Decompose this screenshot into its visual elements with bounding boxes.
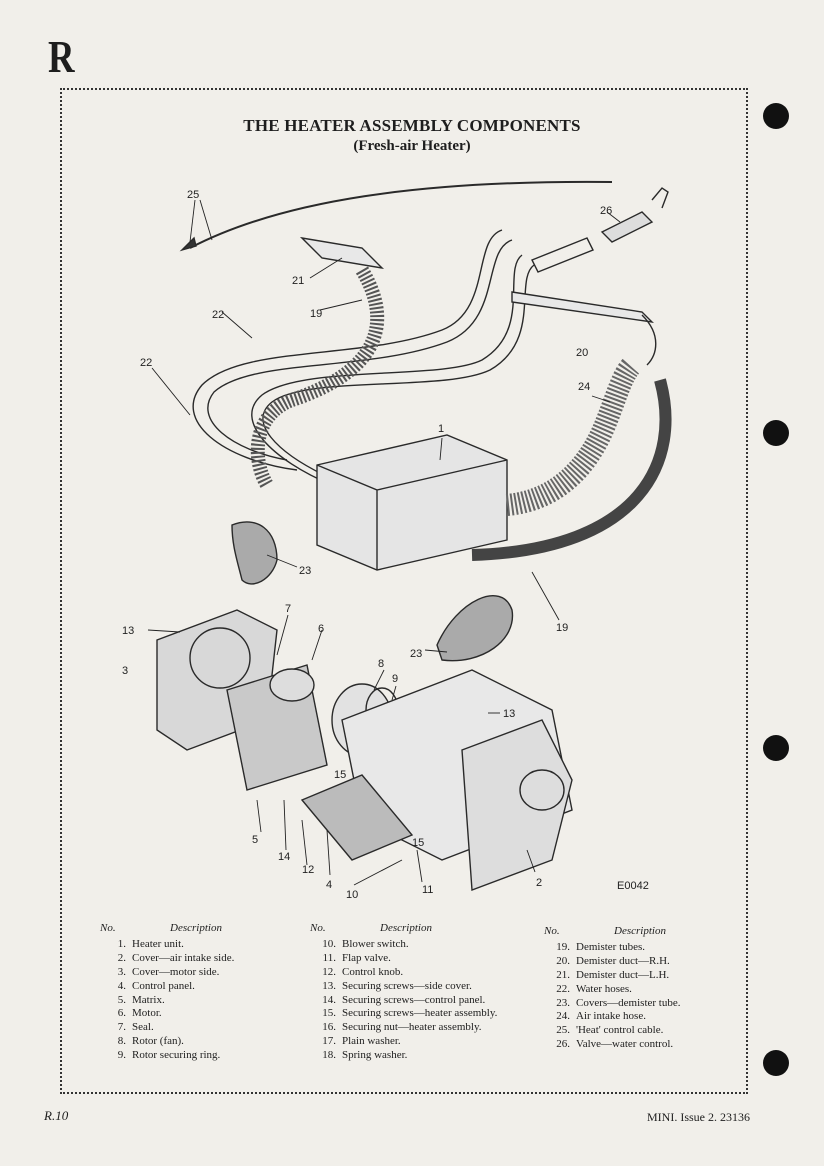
- legend-row: 6.Motor.: [117, 1007, 162, 1020]
- publication-info: MINI. Issue 2. 23136: [647, 1110, 750, 1124]
- callout: 25: [187, 189, 199, 201]
- binder-hole: [763, 420, 789, 446]
- legend-desc-header: Description: [170, 922, 222, 934]
- legend-no-header: No.: [100, 922, 116, 934]
- legend-no-header: No.: [310, 922, 326, 934]
- legend-row: 10.Blower switch.: [322, 937, 409, 950]
- legend-row: 1.Heater unit.: [117, 937, 184, 950]
- binder-hole: [763, 735, 789, 761]
- legend-row: 22.Water hoses.: [556, 982, 632, 995]
- callout: 12: [302, 864, 314, 876]
- page-title: THE HEATER ASSEMBLY COMPONENTS: [243, 116, 581, 135]
- callout: 3: [122, 665, 128, 677]
- page-ref: R.10: [44, 1108, 69, 1123]
- legend-row: 26.Valve—water control.: [556, 1038, 674, 1051]
- legend-column: No. Description 1.Heater unit. 2.Cover—ai…: [100, 922, 234, 1063]
- legend-row: 24.Air intake hose.: [556, 1010, 646, 1023]
- callout: 14: [278, 851, 290, 863]
- callout: 4: [326, 879, 332, 891]
- callout: 23: [299, 565, 311, 577]
- legend-row: 23.Covers—demister tube.: [556, 996, 681, 1009]
- callout: 11: [422, 884, 433, 896]
- callout: 7: [285, 603, 291, 615]
- legend-row: 17.Plain washer.: [322, 1035, 401, 1048]
- callout: 6: [318, 623, 324, 635]
- legend-row: 3.Cover—motor side.: [117, 965, 220, 978]
- callout: 15: [412, 837, 424, 849]
- legend-column: No. Description 19.Demister tubes. 20.Dem…: [544, 925, 680, 1052]
- diagram-linework: [156, 180, 672, 891]
- legend-desc-header: Description: [614, 925, 666, 937]
- page-subtitle: (Fresh-air Heater): [353, 138, 471, 154]
- legend-row: 19.Demister tubes.: [556, 940, 646, 953]
- legend-desc-header: Description: [380, 922, 432, 934]
- callout: 8: [378, 658, 384, 670]
- callout: 21: [292, 275, 304, 287]
- callout: 22: [212, 309, 224, 321]
- callout: 23: [410, 648, 422, 660]
- legend-row: 16.Securing nut—heater assembly.: [322, 1021, 482, 1034]
- legend-row: 15.Securing screws—heater assembly.: [322, 1007, 498, 1020]
- legend-row: 25.'Heat' control cable.: [556, 1024, 664, 1037]
- legend-row: 8.Rotor (fan).: [117, 1035, 184, 1048]
- leader-lines: [147, 199, 621, 886]
- legend-row: 7.Seal.: [117, 1021, 154, 1034]
- binder-hole: [763, 1050, 789, 1076]
- legend-row: 2.Cover—air intake side.: [117, 951, 235, 964]
- legend-row: 4.Control panel.: [117, 979, 195, 992]
- callout: 15: [334, 769, 346, 781]
- callout: 10: [346, 889, 358, 900]
- legend-row: 5.Matrix.: [117, 993, 165, 1006]
- legend-row: 20.Demister duct—R.H.: [556, 954, 670, 967]
- legend-row: 12.Control knob.: [322, 965, 404, 978]
- callout: 26: [600, 205, 612, 217]
- legend-no-header: No.: [544, 925, 560, 937]
- legend-row: 9.Rotor securing ring.: [117, 1049, 221, 1062]
- legend-row: 11.Flap valve.: [322, 951, 391, 964]
- callout: 20: [576, 347, 588, 359]
- callout: 5: [252, 834, 258, 846]
- legend-row: 14.Securing screws—control panel.: [322, 993, 486, 1006]
- legend-row: 18.Spring washer.: [322, 1049, 408, 1062]
- callout: 19: [556, 622, 568, 634]
- callout: 13: [122, 625, 134, 637]
- callout: 24: [578, 381, 590, 393]
- callout: 13: [503, 708, 515, 720]
- callout: 1: [438, 423, 444, 435]
- callout-labels: 25 26 21 19 22 22 20 24 1 23 19 23 13 3 …: [122, 189, 649, 900]
- figure-ref: E0042: [617, 880, 649, 892]
- legend-row: 13.Securing screws—side cover.: [322, 979, 472, 992]
- callout: 9: [392, 673, 398, 685]
- content-frame: [60, 88, 748, 1094]
- callout: 2: [536, 877, 542, 889]
- exploded-diagram: 25 26 21 19 22 22 20 24 1 23 19 23 13 3 …: [122, 180, 672, 900]
- callout: 19: [310, 308, 322, 320]
- section-letter: R: [48, 31, 75, 82]
- callout: 22: [140, 357, 152, 369]
- legend-column: No. Description 10.Blower switch. 11.Flap…: [310, 922, 497, 1063]
- binder-hole: [763, 103, 789, 129]
- legend-row: 21.Demister duct—L.H.: [556, 968, 670, 981]
